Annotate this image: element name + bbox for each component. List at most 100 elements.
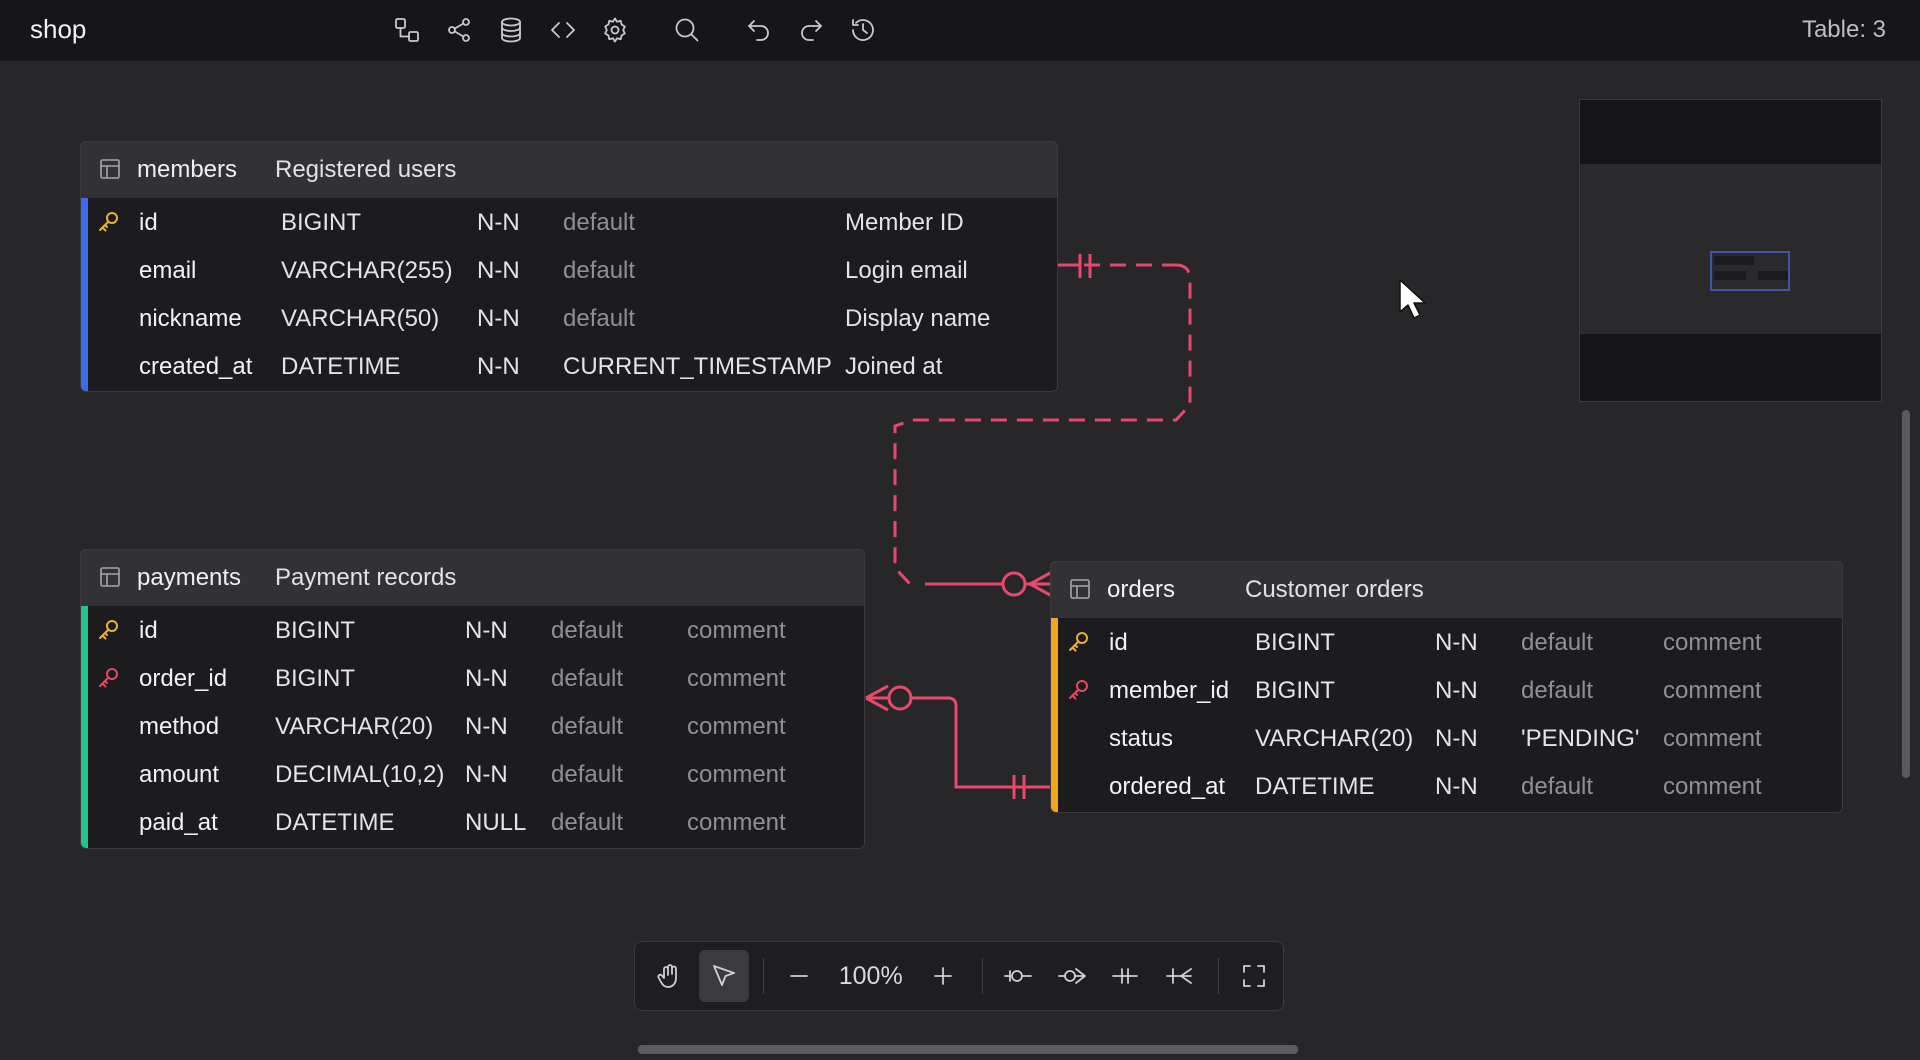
column-comment: comment [1663,629,1762,656]
code-icon[interactable] [541,8,585,52]
column-nullability: N-N [1435,629,1478,656]
column-nullability: N-N [1435,677,1478,704]
zero-or-one-icon[interactable] [993,950,1043,1002]
divider [762,958,764,994]
column-type: BIGINT [275,665,356,692]
column-name: order_id [139,665,228,692]
column-default: default [1521,677,1594,704]
column-name: email [139,257,197,284]
zoom-out-icon[interactable] [774,950,824,1002]
hand-pan-icon[interactable] [645,950,695,1002]
settings-gear-icon[interactable] [593,8,637,52]
column-default: default [563,209,636,236]
column-comment: Member ID [845,209,964,236]
canvas-toolbar: 100% [634,941,1284,1011]
table-name: members [137,156,238,183]
column-nullability: N-N [477,305,520,332]
search-icon[interactable] [665,8,709,52]
table-header[interactable]: members Registered users [81,142,1057,198]
column-name: member_id [1109,677,1230,704]
minimap-table [1714,256,1754,265]
zoom-level[interactable]: 100% [838,961,903,990]
column-default: default [1521,773,1594,800]
column-nullability: N-N [465,617,508,644]
horizontal-scrollbar[interactable] [638,1045,1298,1054]
column-name: created_at [139,353,253,380]
zero-or-many-icon[interactable] [1047,950,1097,1002]
table-grid-icon [1069,578,1091,600]
column-comment: comment [687,761,786,788]
column-comment: Joined at [845,353,943,380]
table-header[interactable]: orders Customer orders [1051,562,1842,618]
primary-key-icon [97,618,121,642]
table-grid-icon [99,566,121,588]
column-type: VARCHAR(20) [275,713,434,740]
column-nullability: N-N [1435,773,1478,800]
column-default: default [563,257,636,284]
foreign-key-icon [1067,678,1091,702]
column-comment: comment [687,809,786,836]
column-comment: comment [687,665,786,692]
column-nullability: N-N [1435,725,1478,752]
column-type: DECIMAL(10,2) [275,761,445,788]
foreign-key-icon [97,666,121,690]
column-type: VARCHAR(50) [281,305,440,332]
minimap[interactable] [1579,99,1882,402]
redo-icon[interactable] [789,8,833,52]
column-name: status [1109,725,1174,752]
column-type: BIGINT [281,209,362,236]
table-orders[interactable]: orders Customer orders id BIGINT N-N defaul… [1050,561,1843,813]
table-accent [1051,562,1058,812]
top-bar: shop Table: 3 [0,0,1920,61]
column-default: default [551,617,624,644]
app-title: shop [30,14,87,44]
history-icon[interactable] [841,8,885,52]
pointer-select-icon[interactable] [698,950,749,1002]
column-name: id [1109,629,1128,656]
column-default: default [551,665,624,692]
fullscreen-icon[interactable] [1229,950,1279,1002]
column-type: VARCHAR(20) [1255,725,1414,752]
table-name: payments [137,564,242,591]
one-or-many-icon[interactable] [1154,950,1204,1002]
undo-icon[interactable] [737,8,781,52]
column-type: BIGINT [1255,629,1336,656]
column-nullability: N-N [465,665,508,692]
table-count: Table: 3 [1801,16,1886,43]
diagram-icon[interactable] [385,8,429,52]
share-icon[interactable] [437,8,481,52]
divider [1218,958,1220,994]
database-icon[interactable] [489,8,533,52]
table-header[interactable]: payments Payment records [81,550,864,606]
table-name: orders [1107,576,1176,603]
minimap-viewport[interactable] [1710,251,1790,291]
column-nullability: N-N [477,353,520,380]
primary-key-icon [97,210,121,234]
column-type: DATETIME [1255,773,1375,800]
column-comment: comment [1663,773,1762,800]
zoom-in-icon[interactable] [918,950,968,1002]
one-only-icon[interactable] [1100,950,1150,1002]
table-accent [81,142,88,391]
column-row[interactable]: order_id BIGINT N-N default comment [81,654,864,702]
column-nullability: N-N [465,761,508,788]
column-name: nickname [139,305,242,332]
divider [981,958,983,994]
column-nullability: N-N [477,257,520,284]
vertical-scrollbar[interactable] [1902,410,1910,778]
column-type: DATETIME [275,809,395,836]
